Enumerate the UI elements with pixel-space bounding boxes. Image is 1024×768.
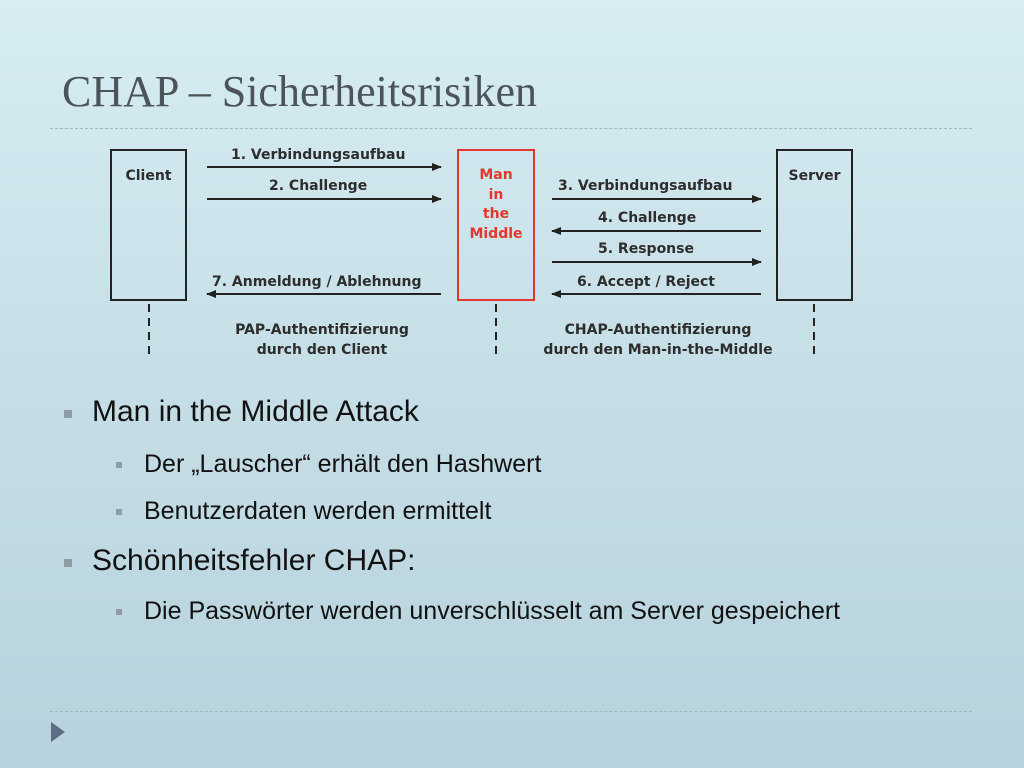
- message-4: 4. Challenge: [598, 210, 697, 226]
- caption-line: durch den Client: [256, 342, 388, 358]
- bullet-level1: Schönheitsfehler CHAP:: [92, 544, 416, 577]
- mitm-box: [457, 149, 535, 301]
- client-label: Client: [125, 168, 172, 184]
- play-icon[interactable]: [51, 722, 65, 742]
- message-2: 2. Challenge: [269, 178, 368, 194]
- caption-line: PAP-Authentifizierung: [235, 322, 409, 338]
- caption-line: CHAP-Authentifizierung: [564, 322, 752, 338]
- server-box: [776, 149, 853, 301]
- bullet-level2: Die Passwörter werden unverschlüsselt am…: [144, 597, 841, 625]
- title-divider: [50, 128, 972, 129]
- mitm-label-line: the: [482, 206, 510, 222]
- message-3: 3. Verbindungsaufbau: [558, 178, 733, 194]
- bullet-level1: Man in the Middle Attack: [92, 395, 419, 428]
- caption-line: durch den Man-in-the-Middle: [543, 342, 773, 358]
- server-label: Server: [788, 168, 841, 184]
- bullet-marker: [116, 462, 122, 468]
- caption-left: PAP-Authentifizierung durch den Client: [212, 320, 432, 360]
- message-6: 6. Accept / Reject: [577, 274, 715, 290]
- mitm-label: Man in the Middle: [458, 166, 534, 244]
- slide-title: CHAP – Sicherheitsrisiken: [62, 67, 537, 116]
- mitm-label-line: in: [488, 186, 504, 203]
- bullet-marker: [116, 509, 122, 515]
- message-7: 7. Anmeldung / Ablehnung: [212, 274, 422, 290]
- diagram-graphics: [110, 149, 853, 358]
- bullet-marker: [116, 609, 122, 615]
- footer-divider: [50, 711, 972, 712]
- bullet-marker: [64, 559, 72, 567]
- mitm-label-line: Man: [479, 167, 513, 183]
- message-5: 5. Response: [598, 241, 694, 257]
- bullet-marker: [64, 410, 72, 418]
- client-box: [110, 149, 187, 301]
- chap-mitm-diagram: Client Server Man in the Middle 1. Verbi…: [100, 140, 870, 362]
- mitm-label-line: Middle: [469, 225, 523, 242]
- message-1: 1. Verbindungsaufbau: [231, 147, 406, 163]
- bullet-level2: Der „Lauscher“ erhält den Hashwert: [144, 450, 542, 478]
- bullet-level2: Benutzerdaten werden ermittelt: [144, 497, 492, 525]
- caption-right: CHAP-Authentifizierung durch den Man-in-…: [528, 320, 788, 360]
